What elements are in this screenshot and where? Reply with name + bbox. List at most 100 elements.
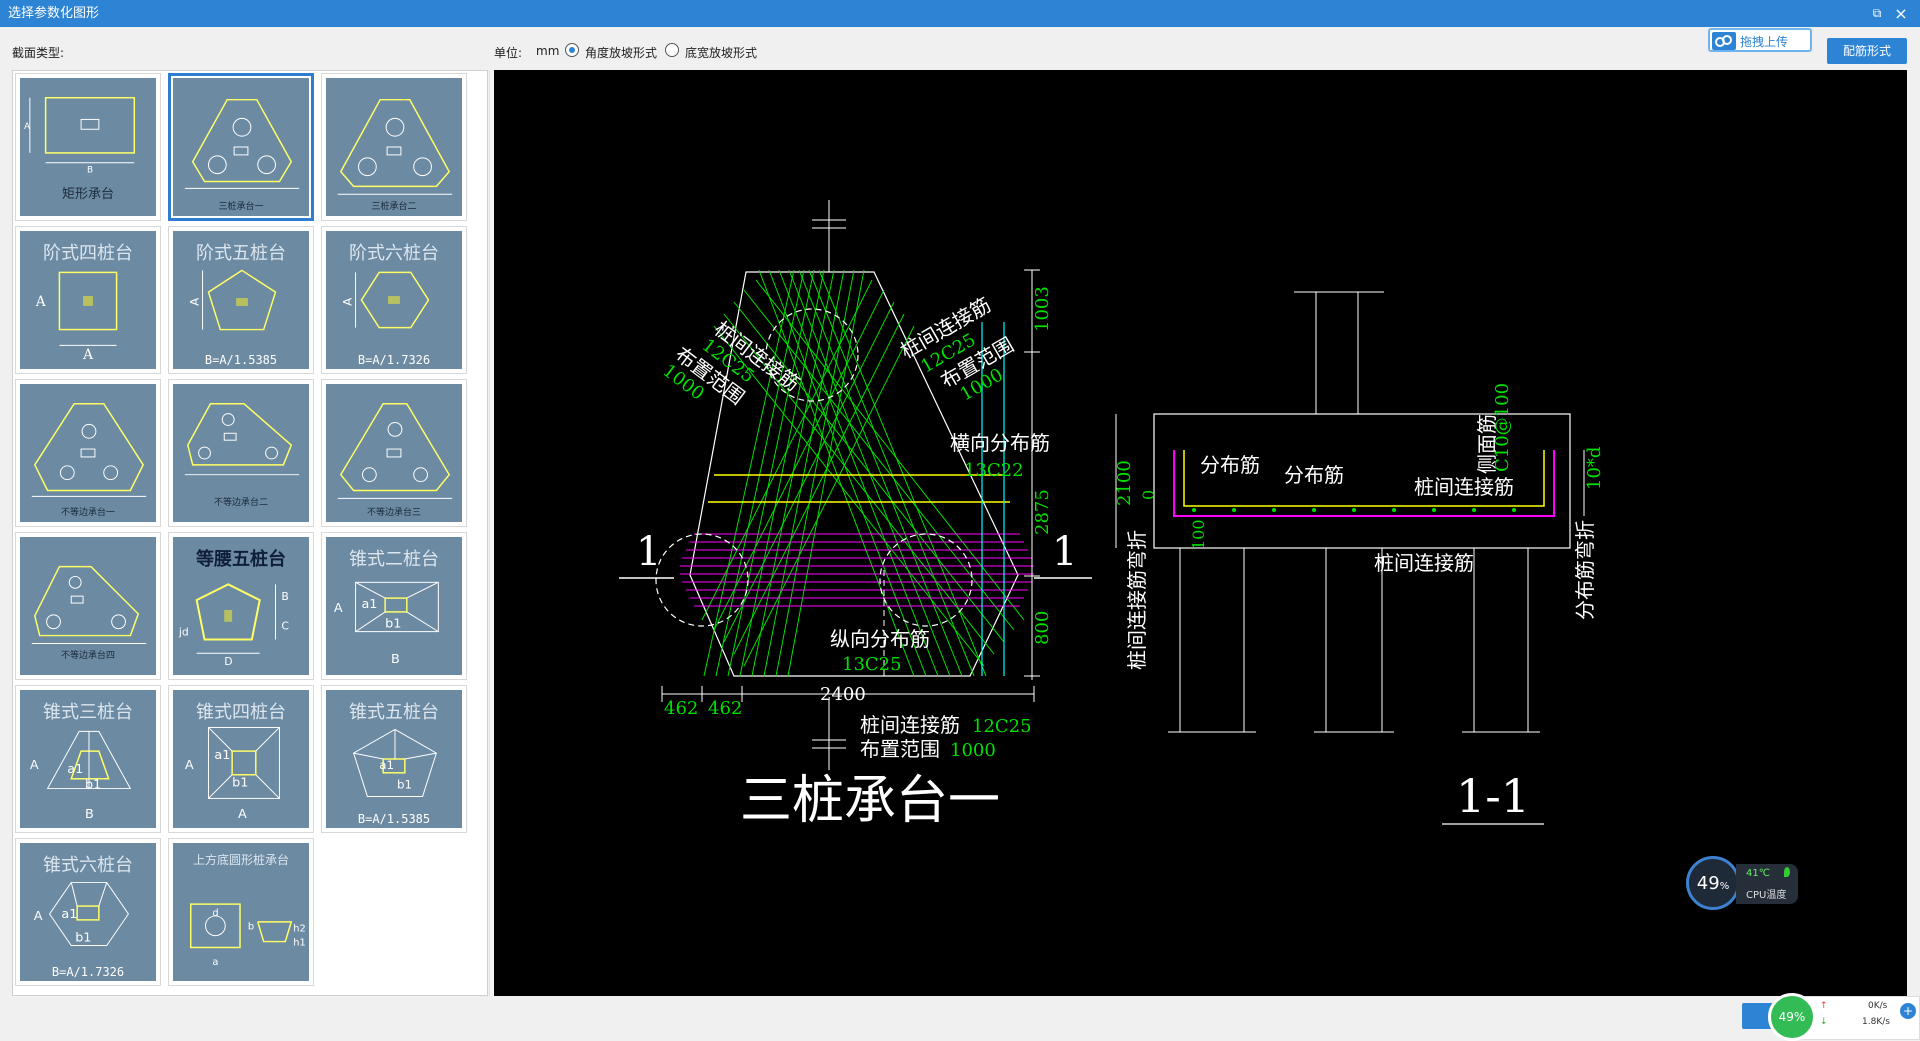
section-pile-conn-bottom: 桩间连接筋 [1374,551,1474,575]
dim-a1: a1 [214,748,230,763]
radio-width-slope[interactable] [665,43,679,57]
cad-preview-canvas: 1 1 1003 2875 800 462 462 2400 桩间连接筋 12C… [494,70,1907,996]
thumb-label: 锥式六桩台 [43,855,133,876]
thumb-preview: 不等边承台一 [20,384,156,522]
thumb-cone-three-pile[interactable]: 锥式三桩台 a1 b1 A B [15,685,161,833]
network-widget[interactable]: 49% ↑ 0K/s ↓ 1.8K/s + [1768,993,1920,1041]
thumb-unequal-cap-2[interactable]: 不等边承台二 [168,379,314,527]
dim-a: A [334,601,343,616]
thumb-preview: 锥式二桩台 a1 b1 A B [326,537,462,675]
rect-cap-shape-icon: A B [24,96,136,176]
square-shape-icon: A A [35,271,118,363]
cpu-widget[interactable]: 49% 41℃ CPU温度 [1686,856,1800,914]
close-icon[interactable]: × [1894,4,1908,23]
thumb-preview: A B 矩形承台 [20,78,156,216]
dim-a: A [185,758,194,773]
dim-a: A [238,807,247,822]
dim-462-b: 462 [708,698,742,719]
thumb-preview: 锥式六桩台 a1 b1 A B=A/1.7326 [20,843,156,981]
radio-angle-slope-label[interactable]: 角度放坡形式 [585,46,658,60]
thumb-unequal-cap-3[interactable]: 不等边承台三 [321,379,467,527]
bottom-range-name: 布置范围 [860,737,940,761]
cone-four-shape-icon: a1 b1 A A [185,726,280,822]
dim-462-a: 462 [664,698,698,719]
section-title: 1-1 [1456,769,1530,823]
dim-b: b [248,922,254,933]
download-arrow-icon: ↓ [1820,1017,1828,1027]
cone-six-shape-icon: a1 b1 A [34,881,130,946]
dim-2400: 2400 [820,684,866,705]
cone-three-shape-icon: a1 b1 A B [30,730,132,822]
thumb-label: 锥式二桩台 [349,549,439,570]
upload-arrow-icon: ↑ [1820,1001,1828,1011]
thumb-label: 三桩承台二 [371,202,417,212]
thumb-label: 不等边承台一 [60,508,115,518]
label-left-rebar: 桩间连接筋 12C25 布置范围 1000 [659,316,805,409]
rebar-form-button[interactable]: 配筋形式 [1827,38,1907,64]
dim-b: B [87,166,93,176]
section-dist-rebar [1183,450,1545,507]
longitudinal-spec: 13C25 [842,654,902,675]
cad-drawing: 1 1 1003 2875 800 462 462 2400 桩间连接筋 12C… [619,200,1605,831]
thumb-formula: B=A/1.5385 [204,353,278,367]
thumb-label: 上方底圆形桩承台 [192,853,289,867]
upload-button[interactable]: 拖拽上传 [1708,28,1812,52]
section-main-rebar [1173,450,1555,517]
thumb-preview: 不等边承台二 [173,384,309,522]
section-rebar-dots [1192,508,1516,512]
rebar-band-diag-a [713,279,1025,667]
radio-width-slope-label[interactable]: 底宽放坡形式 [685,46,758,60]
restore-icon[interactable]: ⧉ [1872,6,1882,20]
dim-a: A [341,298,355,306]
thumb-unequal-cap-1[interactable]: 不等边承台一 [15,379,161,527]
section-mark-left: 1 [636,529,661,575]
thumb-preview: 三桩承台一 [173,78,309,216]
dim-a1: a1 [61,907,77,922]
thumb-label: 不等边承台三 [366,508,421,518]
dim-c: C [281,620,289,633]
window-title: 选择参数化图形 [8,6,100,21]
dim-b1: b1 [75,931,91,946]
thumb-cone-five-pile[interactable]: 锥式五桩台 a1 b1 B=A/1.5385 [321,685,467,833]
unequal-4-shape-icon [31,565,147,644]
cap-outline [689,271,1019,677]
section-side-spec: C10@100 [1492,383,1513,472]
thumb-label: 锥式四桩台 [196,702,286,723]
dim-a: A [188,298,202,306]
cpu-temp: 41℃ [1746,868,1770,879]
add-icon[interactable]: + [1900,1003,1916,1019]
thumb-round-pile-cap[interactable]: 上方底圆形桩承台 d b a h2 h1 [168,838,314,986]
thumb-step-five-pile[interactable]: 阶式五桩台 A B=A/1.5385 [168,226,314,374]
thumb-three-pile-cap-2[interactable]: 三桩承台二 [321,73,467,221]
dim-b1: b1 [385,617,401,632]
thumb-three-pile-cap-1[interactable]: 三桩承台一 [168,73,314,221]
thumb-step-four-pile[interactable]: 阶式四桩台 A A [15,226,161,374]
thumb-unequal-cap-4[interactable]: 不等边承台四 [15,532,161,680]
thumb-cone-six-pile[interactable]: 锥式六桩台 a1 b1 A B=A/1.7326 [15,838,161,986]
shape-gallery: A B 矩形承台 三桩承台一 [12,70,501,996]
hexagon-shape-icon: A [341,271,430,329]
thumb-isosceles-five-pile[interactable]: 等腰五桩台 B C D jd [168,532,314,680]
section-piles [1168,548,1540,733]
section-side-rebar: 侧面筋 [1475,414,1499,474]
section-dist-b: 分布筋 [1284,463,1344,487]
isosceles-pentagon-shape-icon: B C D jd [178,583,289,668]
thumb-cone-four-pile[interactable]: 锥式四桩台 a1 b1 A A [168,685,314,833]
section-cap [1153,413,1571,549]
radio-angle-slope[interactable] [565,43,579,57]
section-dim-100: 100 [1189,519,1208,550]
section-type-label: 截面类型: [12,46,65,60]
section-pile-conn-top: 桩间连接筋 [1414,475,1514,499]
plan-title: 三桩承台一 [740,771,1000,831]
cone-two-shape-icon: a1 b1 A B [334,581,439,667]
thumb-cone-two-pile[interactable]: 锥式二桩台 a1 b1 A B [321,532,467,680]
cloud-icon [1712,32,1736,50]
thumb-step-six-pile[interactable]: 阶式六桩台 A B=A/1.7326 [321,226,467,374]
thumb-label: 等腰五桩台 [196,549,286,570]
thumb-preview: 三桩承台二 [326,78,462,216]
dim-b1: b1 [232,776,248,791]
thumb-rect-cap[interactable]: A B 矩形承台 [15,73,161,221]
pile-top [765,308,859,402]
pentagon-shape-icon: A [188,269,277,331]
label-right-rebar: 桩间连接筋 12C25 布置范围 1000 [896,293,1018,406]
